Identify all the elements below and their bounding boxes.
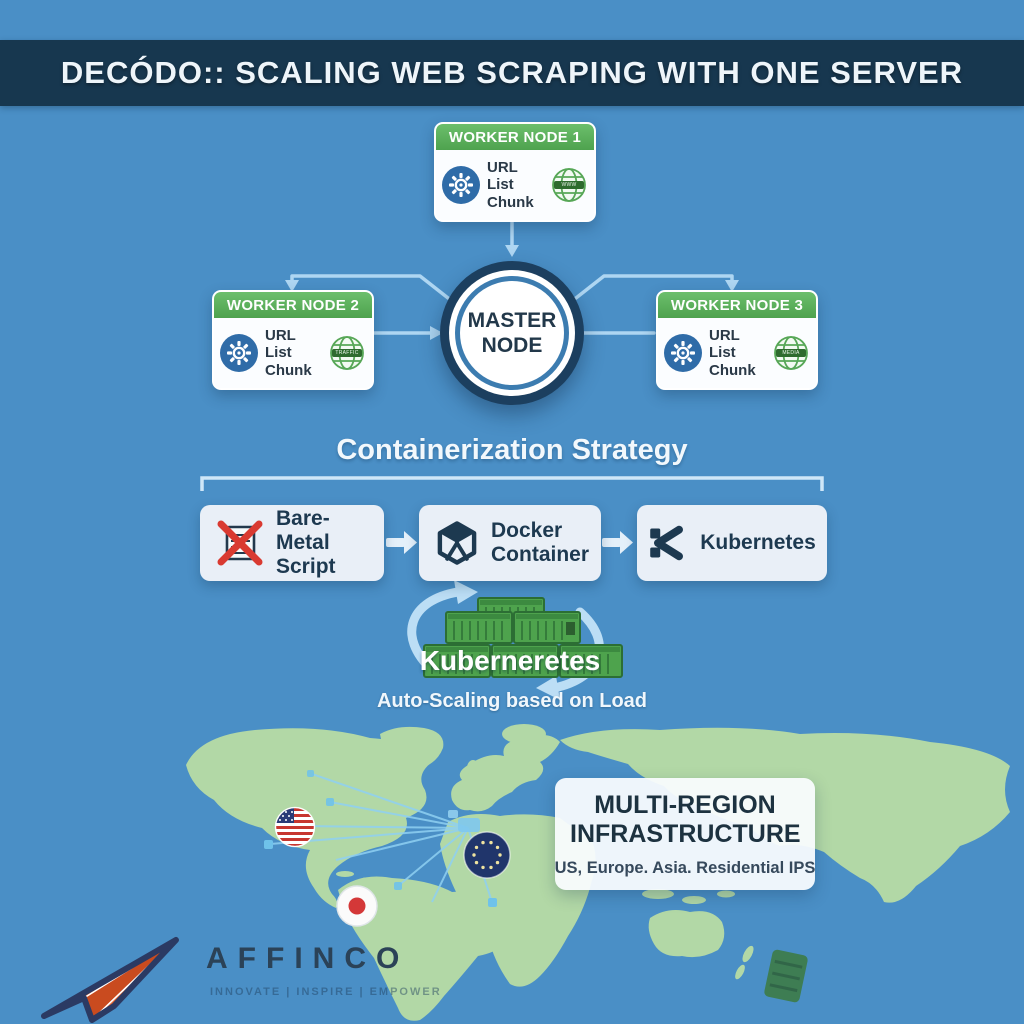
master-node: MASTER NODE [440,261,584,405]
globe-icon: WWW [550,166,588,204]
page-title: DECÓDO:: SCALING WEB SCRAPING WITH ONE S… [60,55,964,90]
globe-badge: TRAFFIC [332,348,362,357]
globe-icon: TRAFFIC [328,334,366,372]
brand-name: AFFINCO [206,942,410,975]
world-map [186,724,1010,1021]
worker-node-2-title: WORKER NODE 2 [214,292,372,318]
autoscale-subtitle: Auto-Scaling based on Load [376,690,647,712]
autoscale-title: Kuberneretes [419,645,601,676]
us-flag-icon [274,806,316,848]
info-box-title: MULTI-REGION INFRASTRUCTURE [570,790,801,849]
worker-node-1-title: WORKER NODE 1 [436,124,594,150]
gear-icon [220,333,258,372]
chunk-label: URL List Chunk [709,327,756,379]
gear-icon [442,165,480,204]
worker-node-1-body: URL List Chunk WWW [436,150,594,220]
header-bar: DECÓDO:: SCALING WEB SCRAPING WITH ONE S… [0,40,1024,106]
globe-icon: MEDIA [772,334,810,372]
stray-container [764,949,808,1003]
step-label: Bare-Metal Script [276,506,336,579]
globe-badge: WWW [554,180,584,189]
worker-node-3-title: WORKER NODE 3 [658,292,816,318]
globe-badge: MEDIA [776,348,806,357]
worker-node-3-card: WORKER NODE 3 URL List Chunk MEDIA [656,290,818,390]
gear-icon [664,333,702,372]
step-label: Docker Container [491,518,590,566]
chunk-label: URL List Chunk [487,159,534,211]
master-node-label: MASTER NODE [467,308,557,357]
step-label: Kubernetes [700,530,816,554]
step-bare-metal: Bare-Metal Script [200,505,384,581]
master-node-center: MASTER NODE [460,281,564,385]
worker-node-1-card: WORKER NODE 1 URL List Chunk WWW [434,122,596,222]
paper-plane-logo [41,937,179,1023]
chunk-label: URL List Chunk [265,327,312,379]
multi-region-info-box: MULTI-REGION INFRASTRUCTURE US, Europe. … [555,778,815,890]
containerization-title: Containerization Strategy [336,434,688,466]
master-node-ring-blue: MASTER NODE [455,276,569,390]
network-nodes [264,770,497,907]
crossed-script-icon [216,519,264,567]
worker-node-2-card: WORKER NODE 2 URL List Chunk TRAFFIC [212,290,374,390]
eu-flag-icon [463,831,511,879]
worker-node-2-body: URL List Chunk TRAFFIC [214,318,372,388]
japan-flag-icon [336,885,378,927]
step-kubernetes: Kubernetes [637,505,827,581]
kubernetes-icon [648,523,688,563]
info-box-subtitle: US, Europe. Asia. Residential IPS [554,858,816,877]
container-stack-icon [423,597,623,678]
docker-container-icon [435,521,479,565]
master-node-ring: MASTER NODE [449,270,575,396]
worker-node-3-body: URL List Chunk MEDIA [658,318,816,388]
brand-tagline: INNOVATE | INSPIRE | EMPOWER [210,986,442,998]
step-docker: Docker Container [419,505,601,581]
